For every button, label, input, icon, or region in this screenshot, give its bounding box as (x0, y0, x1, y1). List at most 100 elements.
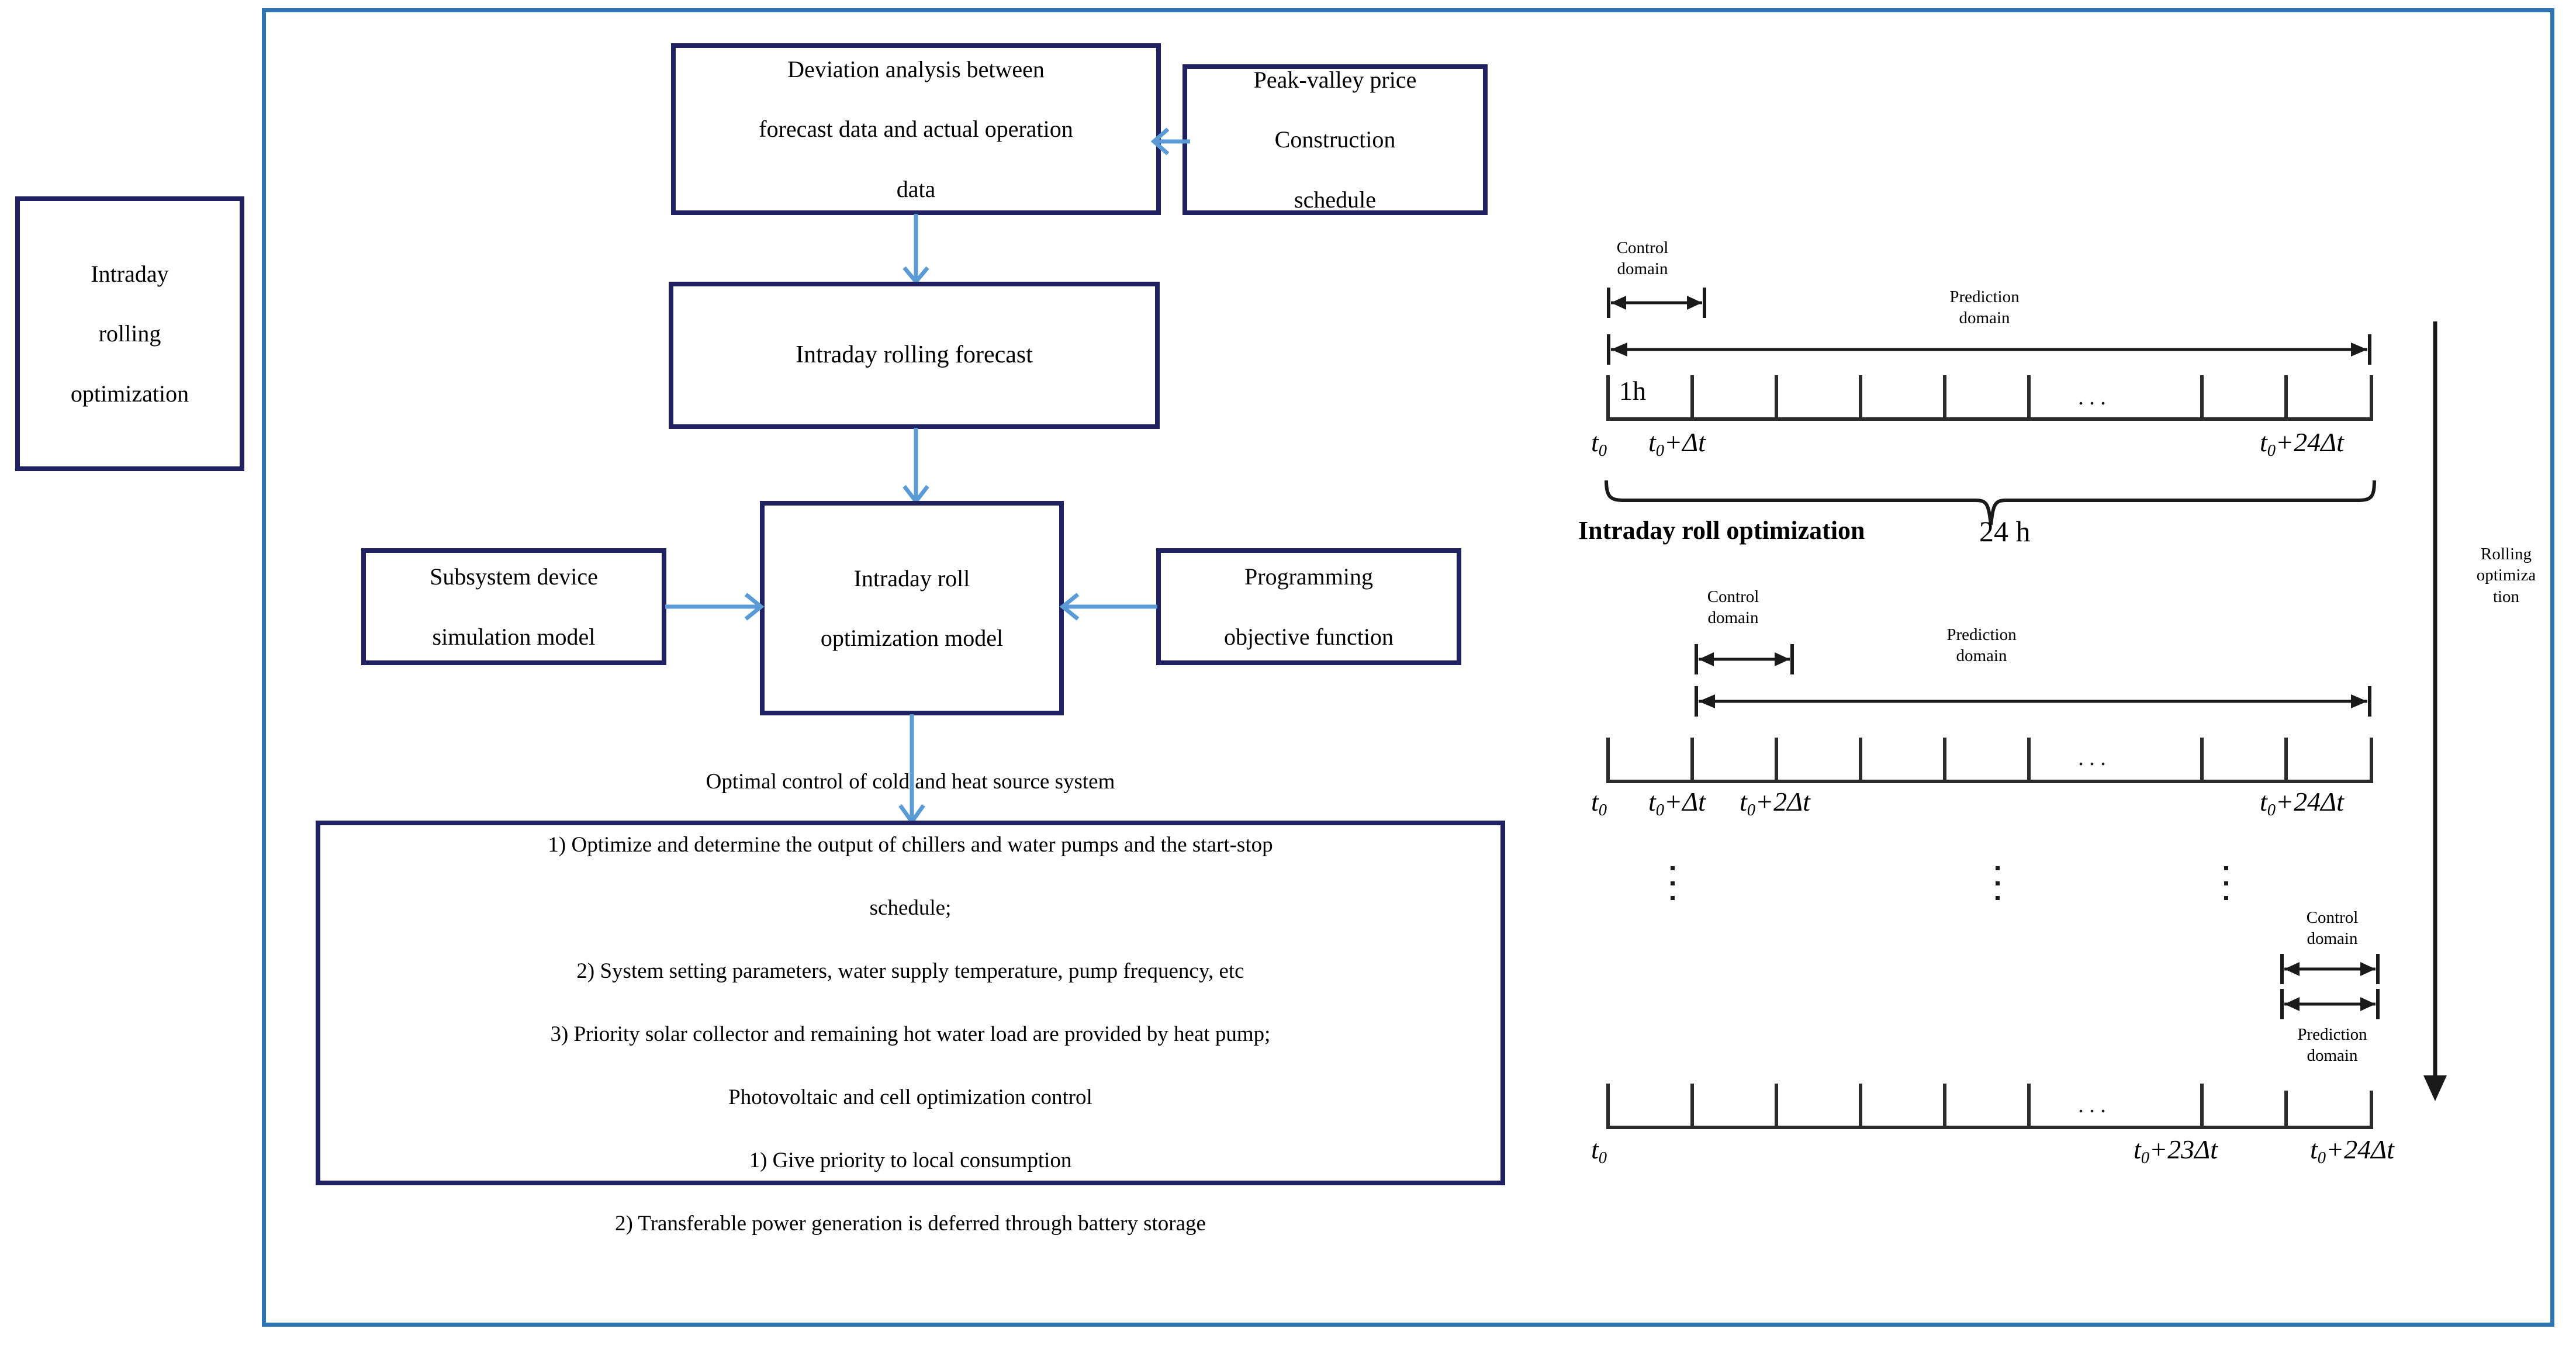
row3-tick (2284, 1091, 2288, 1129)
row3-tick (1859, 1084, 1862, 1129)
row3-23dt-text: +23Δt (2149, 1134, 2218, 1164)
subsystem-line-1: Subsystem device (430, 563, 598, 590)
outcome-line-3: schedule; (869, 895, 952, 920)
optimal-control-outcome-box[interactable]: Optimal control of cold and heat source … (316, 770, 1505, 1236)
row2-ellipsis: ... (2078, 744, 2111, 770)
row1-tick (2284, 375, 2288, 421)
row1-24dt-text: +24Δt (2276, 427, 2344, 457)
row1-label-t0: t0 (1591, 427, 1607, 460)
control-domain-line-1: Control (2306, 908, 2359, 927)
row1-tick (1775, 375, 1778, 421)
deviation-line-3: data (896, 175, 936, 202)
outcome-box-label: Optimal control of cold and heat source … (536, 766, 1284, 1240)
outer-blue-frame (262, 8, 2554, 1327)
rolling-optimization-axis-arrow (2423, 321, 2447, 1101)
row1-tick (1606, 375, 1610, 421)
arrow-subsystem-to-model (665, 593, 765, 621)
prediction-domain-line-2: domain (1959, 309, 2010, 328)
row3-ruler-baseline (1606, 1126, 2373, 1129)
model-box-label: Intraday roll optimization model (809, 563, 1015, 653)
subsystem-device-simulation-model-box[interactable]: Subsystem device simulation model (361, 548, 666, 665)
outcome-line-1: Optimal control of cold and heat source … (706, 769, 1115, 794)
panel-line-1: Intraday (91, 261, 169, 288)
panel-line-3: optimization (70, 380, 189, 407)
subsystem-line-2: simulation model (432, 623, 596, 650)
row3-tick (2200, 1084, 2204, 1129)
programming-objective-function-box[interactable]: Programming objective function (1156, 548, 1461, 665)
row2-prediction-domain-label: Prediction domain (1906, 624, 2058, 667)
peak-valley-line-1: Peak-valley price (1253, 67, 1417, 94)
row1-prediction-domain-label: Prediction domain (1908, 286, 2060, 329)
row2-ruler (1606, 736, 2373, 783)
row3-prediction-domain-label: Prediction domain (2274, 1024, 2391, 1067)
prediction-domain-line-2: domain (1956, 646, 2007, 666)
prediction-domain-line-1: Prediction (1949, 288, 2020, 306)
model-line-1: Intraday roll (853, 565, 970, 591)
row2-prediction-domain-bracket (1695, 686, 2371, 717)
objective-box-label: Programming objective function (1212, 562, 1405, 652)
outcome-line-8: 2) Transferable power generation is defe… (615, 1212, 1206, 1236)
control-domain-line-1: Control (1707, 587, 1759, 606)
vertical-ellipsis-right (2223, 866, 2229, 900)
row2-label-t0-plus-dt: t0+Δt (1648, 787, 1706, 819)
peak-valley-price-label: Peak-valley price Construction schedule (1242, 65, 1429, 214)
outcome-line-4: 2) System setting parameters, water supp… (576, 959, 1244, 983)
row1-tick (1690, 375, 1694, 421)
peak-valley-price-box[interactable]: Peak-valley price Construction schedule (1182, 64, 1488, 215)
row3-label-t0: t0 (1591, 1134, 1607, 1167)
objective-line-1: Programming (1244, 563, 1373, 590)
rolling-label-line-2: optimiza (2476, 566, 2536, 585)
row2-24dt-text: +24Δt (2276, 787, 2344, 816)
rolling-label-line-3: tion (2492, 587, 2520, 606)
row3-tick (1943, 1084, 1946, 1129)
arrow-forecast-to-model (903, 428, 929, 504)
panel-line-2: rolling (98, 320, 161, 347)
row2-tick (2284, 738, 2288, 783)
peak-valley-line-2: Construction (1274, 126, 1396, 153)
deviation-analysis-box[interactable]: Deviation analysis between forecast data… (671, 43, 1161, 215)
objective-line-2: objective function (1224, 623, 1394, 650)
prediction-domain-line-2: domain (2307, 1046, 2358, 1065)
row1-ruler (1606, 374, 2373, 421)
deviation-line-1: Deviation analysis between (787, 56, 1045, 83)
row1-label-t0-plus-24dt: t0+24Δt (2260, 427, 2344, 460)
row2-tick (1690, 738, 1694, 783)
row1-ellipsis: ... (2078, 383, 2111, 410)
vertical-ellipsis-left (1669, 866, 1675, 900)
row1-control-domain-bracket (1607, 288, 1706, 318)
row2-label-t0: t0 (1591, 787, 1607, 819)
row2-label-t0-plus-2dt: t0+2Δt (1740, 787, 1810, 819)
arrow-deviation-to-forecast (903, 214, 929, 284)
row1-tick (1859, 375, 1862, 421)
row2-tick (2200, 738, 2204, 783)
row3-24dt-text: +24Δt (2326, 1134, 2394, 1164)
row3-label-t0-plus-24dt: t0+24Δt (2310, 1134, 2394, 1167)
row1-ruler-baseline (1606, 417, 2373, 421)
outcome-line-7: 1) Give priority to local consumption (749, 1148, 1072, 1173)
row2-dt-text: +Δt (1664, 787, 1706, 816)
control-domain-line-2: domain (2307, 929, 2358, 949)
intraday-roll-optimization-model-box[interactable]: Intraday roll optimization model (760, 501, 1064, 715)
row3-control-domain-label: Control domain (2274, 907, 2391, 950)
row1-control-domain-label: Control domain (1578, 237, 1707, 280)
row2-tick (1859, 738, 1862, 783)
row3-tick (2370, 1091, 2373, 1129)
row1-prediction-domain-bracket (1607, 334, 2371, 365)
row3-tick (1775, 1084, 1778, 1129)
deviation-line-2: forecast data and actual operation (759, 116, 1073, 143)
row2-tick (1606, 738, 1610, 783)
control-domain-line-1: Control (1616, 238, 1669, 257)
row2-control-domain-bracket (1695, 644, 1794, 674)
intraday-rolling-forecast-box[interactable]: Intraday rolling forecast (669, 282, 1160, 429)
row2-label-t0-plus-24dt: t0+24Δt (2260, 787, 2344, 819)
control-domain-line-2: domain (1617, 259, 1668, 279)
intraday-rolling-optimization-panel[interactable]: Intraday rolling optimization (15, 196, 244, 471)
row1-tick (2200, 375, 2204, 421)
row2-tick (2027, 738, 2031, 783)
peak-valley-line-3: schedule (1294, 186, 1376, 213)
row2-tick (1943, 738, 1946, 783)
row1-label-t0-plus-dt: t0+Δt (1648, 427, 1706, 460)
row1-brace-value: 24 h (1979, 515, 2031, 548)
prediction-domain-line-1: Prediction (2297, 1025, 2367, 1044)
row1-24h-brace (1605, 480, 2376, 525)
